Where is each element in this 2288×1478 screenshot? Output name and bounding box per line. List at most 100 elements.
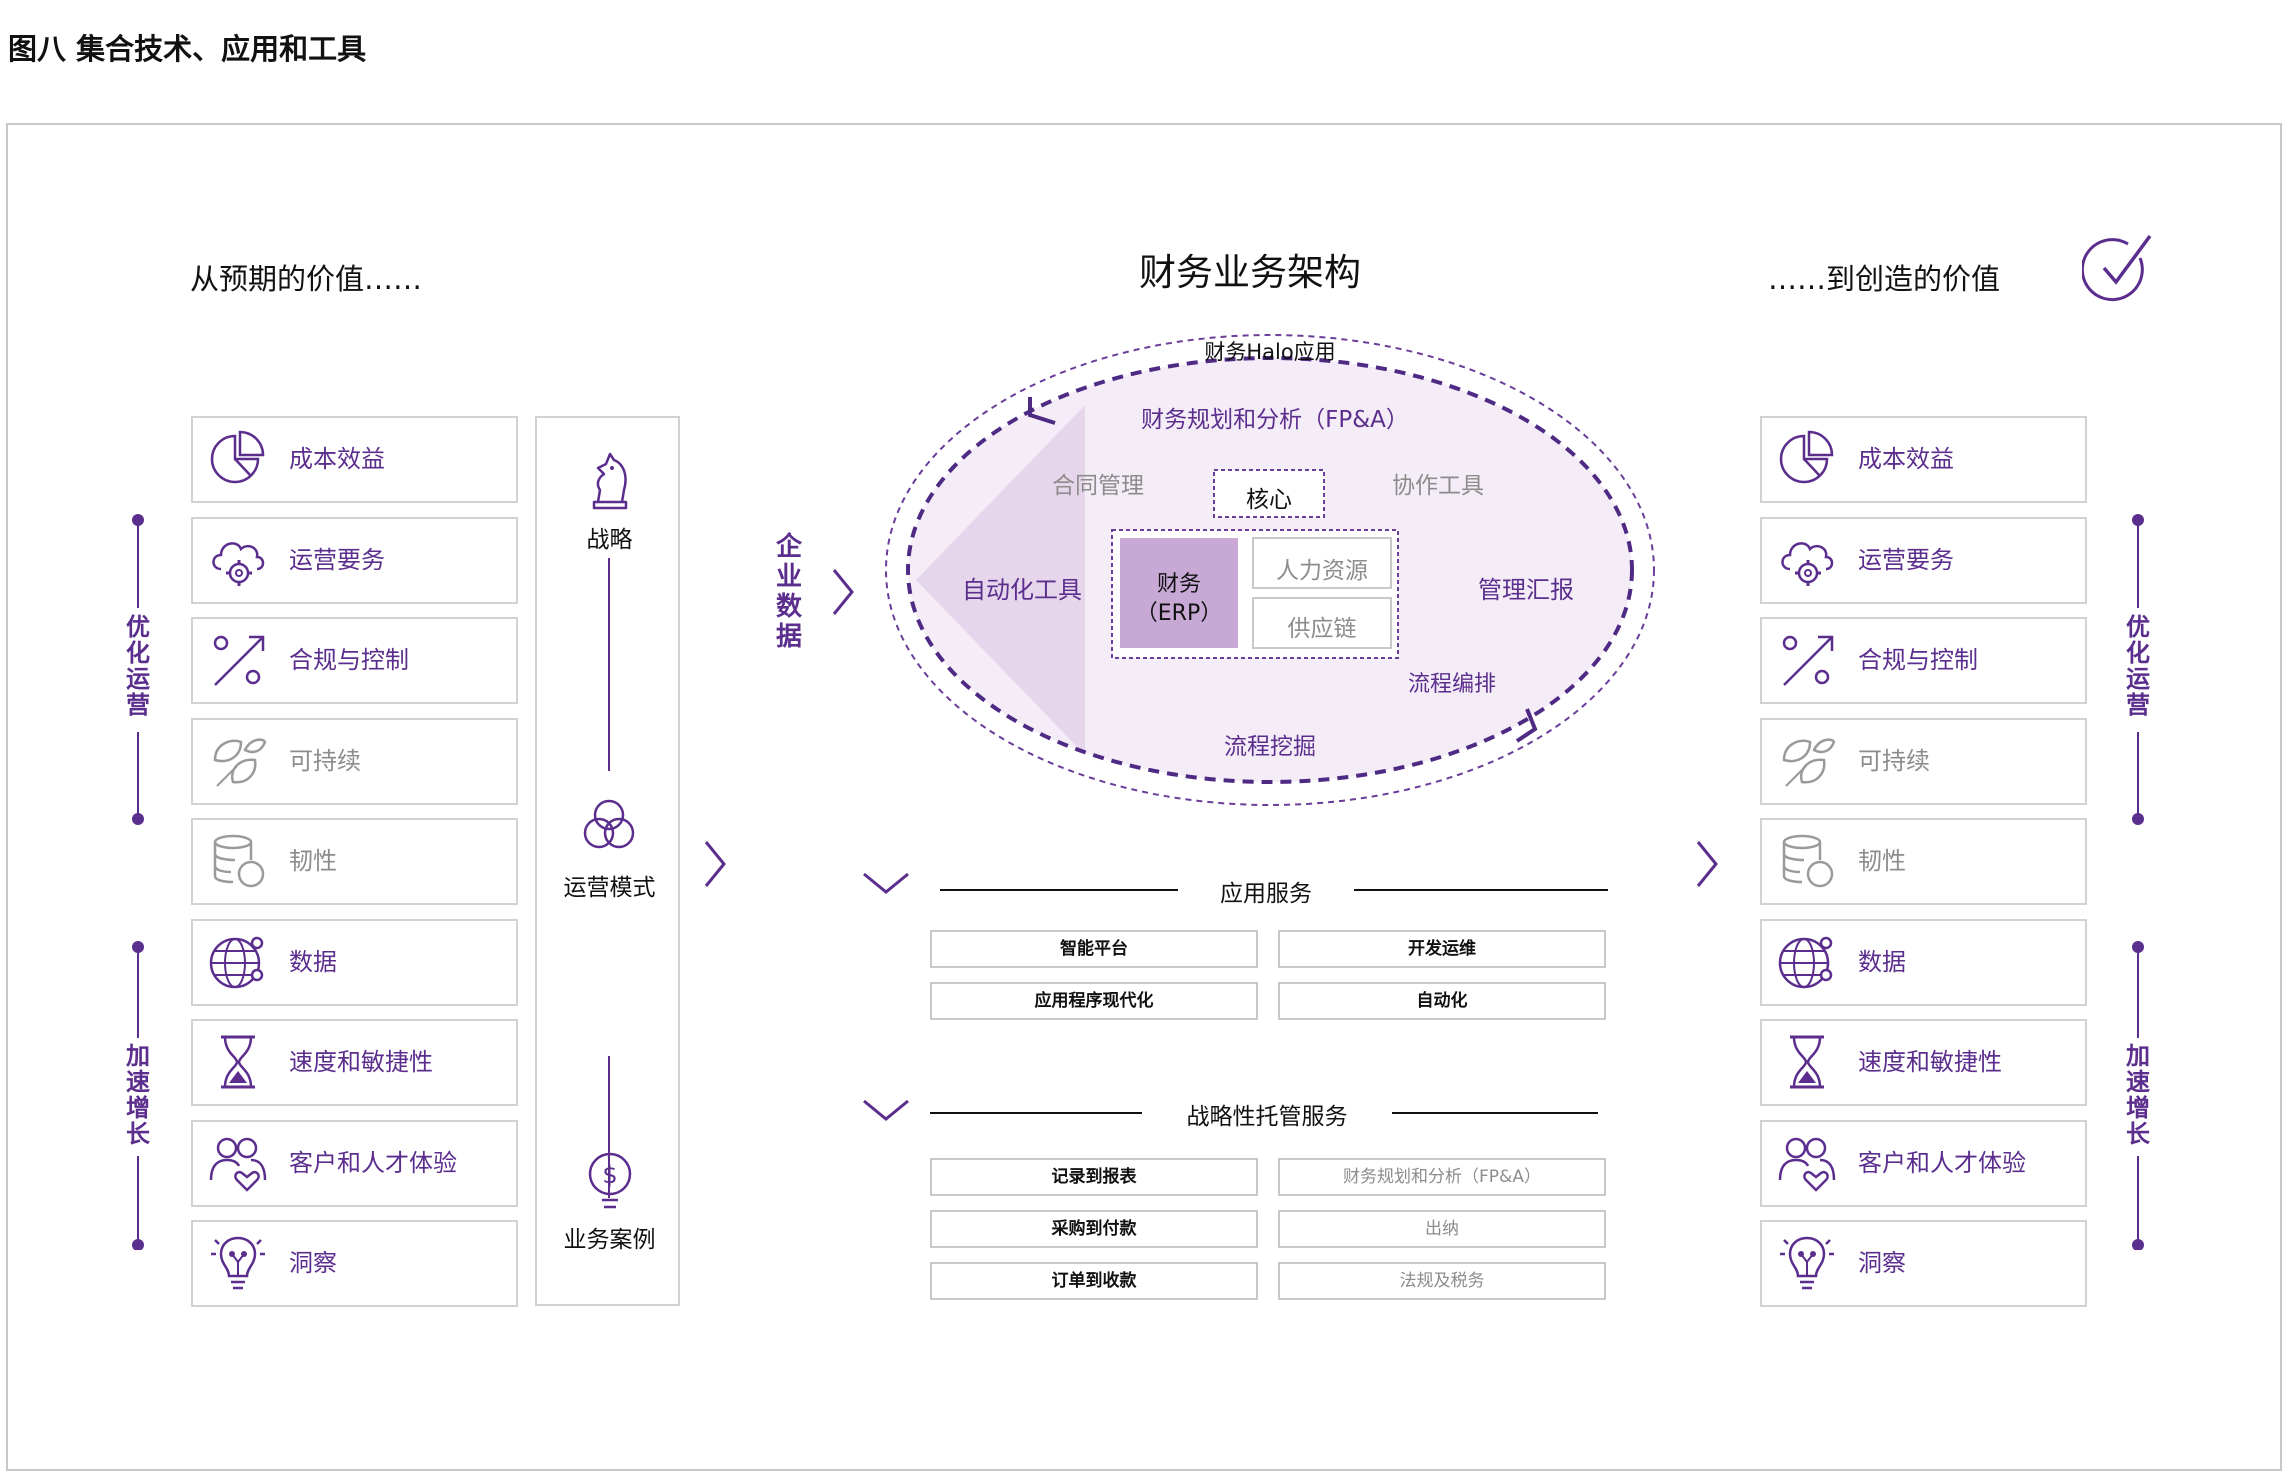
collab-label: 协作工具 [1392, 473, 1484, 499]
mining-label: 流程挖掘 [1224, 734, 1316, 760]
value-card-label: 数据 [1858, 947, 1906, 976]
right-value-card: 合规与控制 [1760, 617, 2087, 704]
divider-line [930, 1112, 1142, 1114]
lightbulb-icon [207, 1232, 269, 1294]
left-value-card: 速度和敏捷性 [191, 1019, 518, 1106]
chevron-right-icon [1696, 841, 1718, 887]
value-card-label: 可持续 [1858, 746, 1930, 775]
reporting-label: 管理汇报 [1478, 576, 1574, 604]
app-service-item: 开发运维 [1278, 930, 1606, 968]
value-card-label: 合规与控制 [1858, 646, 1978, 674]
left-label-optimize: 优化运营 [126, 613, 150, 719]
strategy-line [608, 558, 610, 1198]
value-card-label: 洞察 [1858, 1249, 1906, 1277]
value-card-label: 韧性 [289, 847, 337, 875]
left-value-card: 数据 [191, 918, 518, 1006]
app-services-title: 应用服务 [1220, 881, 1312, 907]
value-card-label: 客户和人才体验 [1858, 1148, 2026, 1177]
left-heading: 从预期的价值…… [190, 262, 423, 296]
left-label-accelerate: 加速增长 [126, 1042, 150, 1148]
leaves-icon [1776, 730, 1838, 792]
app-service-item: 智能平台 [930, 930, 1258, 968]
value-card-label: 数据 [289, 947, 337, 976]
fpa-label: 财务规划和分析（FP&A） [1141, 407, 1409, 433]
supply-chain-label: 供应链 [1287, 616, 1357, 642]
right-value-card: 可持续 [1760, 717, 2087, 805]
automation-label: 自动化工具 [962, 576, 1082, 604]
contract-label: 合同管理 [1052, 473, 1144, 499]
globe-network-icon [1776, 931, 1838, 993]
database-icon [1776, 830, 1838, 892]
hr-label: 人力资源 [1276, 558, 1368, 584]
cloud-gear-icon [1776, 529, 1838, 591]
leaves-icon [207, 730, 269, 792]
business-case-label: 业务案例 [563, 1227, 656, 1253]
database-icon [207, 830, 269, 892]
managed-service-item: 财务规划和分析（FP&A） [1278, 1158, 1606, 1196]
pie-chart-icon [207, 428, 269, 490]
value-card-label: 成本效益 [289, 445, 385, 473]
halo-label: 财务Halo应用 [1204, 340, 1336, 364]
right-side-lines [2132, 514, 2144, 1250]
erp-label: （ERP） [1135, 601, 1223, 626]
right-value-card: 韧性 [1760, 818, 2087, 905]
value-card-label: 运营要务 [1858, 545, 1954, 574]
divider-line [1354, 889, 1608, 891]
value-card-label: 可持续 [289, 746, 361, 775]
right-heading: ……到创造的价值 [1768, 262, 2001, 296]
svg-text:$: $ [602, 1161, 617, 1189]
center-heading: 财务业务架构 [1139, 251, 1361, 294]
finance-label: 财务 [1156, 572, 1201, 597]
left-value-card: 合规与控制 [191, 617, 518, 704]
value-card-label: 速度和敏捷性 [1858, 1048, 2002, 1076]
figure-title: 图八 集合技术、应用和工具 [8, 32, 367, 66]
right-label-optimize: 优化运营 [2126, 613, 2150, 719]
value-card-label: 合规与控制 [289, 646, 409, 674]
operating-model-label: 运营模式 [563, 875, 656, 901]
divider-line [940, 889, 1178, 891]
cloud-gear-icon [207, 529, 269, 591]
value-card-label: 客户和人才体验 [289, 1148, 457, 1177]
right-value-card: 运营要务 [1760, 516, 2087, 604]
enterprise-data-label: 企业数据 [775, 532, 802, 652]
hourglass-icon [207, 1031, 269, 1093]
divider-line [1392, 1112, 1598, 1114]
managed-service-item: 记录到报表 [930, 1158, 1258, 1196]
lightbulb-icon [1776, 1232, 1838, 1294]
right-value-card: 洞察 [1760, 1220, 2087, 1307]
core-label: 核心 [1246, 487, 1292, 513]
hourglass-icon [1776, 1031, 1838, 1093]
chevron-right-icon [704, 841, 726, 887]
managed-service-item: 法规及税务 [1278, 1262, 1606, 1300]
dollar-bulb-icon: $ [588, 1152, 632, 1209]
value-card-label: 速度和敏捷性 [289, 1048, 433, 1076]
chevron-right-icon [832, 569, 854, 615]
people-heart-icon [207, 1132, 269, 1194]
strategy-column: 战略 运营模式 $ 业务案例 [535, 416, 680, 1306]
value-card-label: 成本效益 [1858, 445, 1954, 473]
managed-service-item: 订单到收款 [930, 1262, 1258, 1300]
value-card-label: 运营要务 [289, 545, 385, 574]
percent-icon [1776, 629, 1838, 691]
left-side-lines [132, 514, 144, 1250]
pie-chart-icon [1776, 428, 1838, 490]
chevron-down-icon [863, 872, 909, 894]
check-circle-icon [2082, 234, 2152, 302]
left-value-card: 运营要务 [191, 516, 518, 604]
right-value-card: 成本效益 [1760, 416, 2087, 503]
left-value-card: 客户和人才体验 [191, 1119, 518, 1207]
managed-service-item: 采购到付款 [930, 1210, 1258, 1248]
left-value-card: 洞察 [191, 1220, 518, 1307]
architecture-diagram [885, 334, 1655, 806]
value-card-label: 韧性 [1858, 847, 1906, 875]
percent-icon [207, 629, 269, 691]
globe-network-icon [207, 931, 269, 993]
chevron-down-icon [863, 1099, 909, 1121]
orchestration-label: 流程编排 [1408, 672, 1497, 697]
venn-circles-icon [583, 799, 635, 849]
left-value-card: 韧性 [191, 818, 518, 905]
app-service-item: 应用程序现代化 [930, 982, 1258, 1020]
strategy-label: 战略 [586, 527, 633, 553]
right-value-card: 客户和人才体验 [1760, 1119, 2087, 1207]
right-value-card: 速度和敏捷性 [1760, 1019, 2087, 1106]
